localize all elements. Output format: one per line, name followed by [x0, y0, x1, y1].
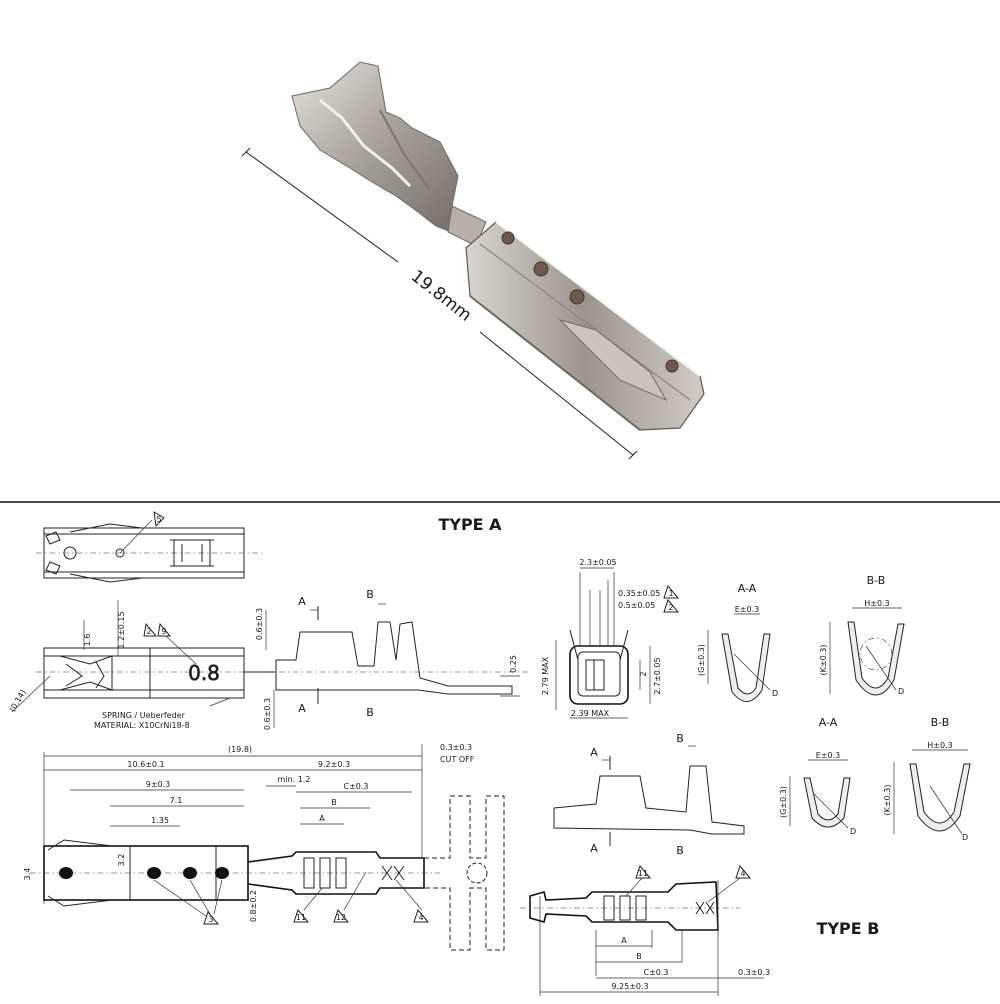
cut-off-note: CUT OFF [440, 755, 475, 764]
side-dim-0-25: 0.25 [509, 655, 518, 673]
marker-5: 5 [156, 515, 161, 524]
plan-dim-b: B [331, 798, 337, 807]
side-dim-0-6-bottom: 0.6±0.3 [263, 698, 272, 730]
type-a-section-aa: A-A E±0.3 (G±0.3) D [697, 582, 778, 702]
type-b-aa-title: A-A [819, 716, 838, 729]
type-b-dim-b: B [636, 952, 642, 961]
type-b-bb-k: (K±0.3) [883, 785, 892, 816]
plan-marker-4: 4 [418, 913, 423, 922]
type-a-plan-view: (19.8) 10.6±0.1 9.2±0.3 9±0.3 7.1 1.35 m… [23, 743, 505, 951]
side-dim-0-14: (0.14) [8, 688, 28, 713]
type-b-side-view: A A B B [553, 732, 745, 857]
type-b-dim-a: A [621, 936, 627, 945]
type-b-plan-view: A B C±0.3 9.25±0.3 0.3±0.3 11 4 [520, 864, 770, 996]
plan-dim-9: 9±0.3 [146, 780, 171, 789]
end-dim-2-3: 2.3±0.05 [579, 558, 616, 567]
plan-dim-3-2: 3.2 [117, 854, 126, 867]
plan-dim-0-3: 0.3±0.3 [440, 743, 472, 752]
type-a-end-view: 2.3±0.05 0.35±0.05 0.5±0.05 1 2 2.79 MAX… [541, 558, 680, 719]
type-a-title: TYPE A [438, 515, 502, 534]
plan-marker-11: 11 [296, 913, 306, 922]
type-b-dim-9-25: 9.25±0.3 [611, 982, 648, 991]
side-dim-1-6: 1.6 [83, 634, 92, 647]
section-b-bottom: B [366, 706, 374, 719]
end-marker-2: 2 [668, 603, 673, 612]
plan-dim-9-2: 9.2±0.3 [318, 760, 350, 769]
type-b-section-b-top: B [676, 732, 684, 745]
type-a-bb-d: D [898, 687, 904, 696]
type-b-marker-4: 4 [740, 869, 745, 878]
type-a-bb-k: (K±0.3) [819, 645, 828, 676]
type-a-aa-g: (G±0.3) [697, 644, 706, 676]
plan-dim-19-8: (19.8) [228, 745, 252, 754]
plan-dim-c: C±0.3 [343, 782, 368, 791]
section-a-bottom: A [298, 702, 306, 715]
spring-note: SPRING / Ueberfeder [102, 711, 186, 720]
type-b-aa-g: (G±0.3) [779, 786, 788, 818]
type-b-bb-h: H±0.3 [927, 741, 952, 750]
end-dim-2-39: 2.39 MAX [571, 709, 610, 718]
end-dim-2-79: 2.79 MAX [541, 656, 550, 695]
plan-dim-3-4: 3.4 [23, 868, 32, 881]
type-b-section-aa: A-A E±0.3 (G±0.3) D [779, 716, 856, 836]
end-marker-1: 1 [668, 589, 673, 598]
type-a-top-view: 5 [36, 511, 262, 583]
plan-marker-12: 12 [336, 913, 346, 922]
type-b-section-bb: B-B H±0.3 (K±0.3) D [883, 716, 971, 842]
type-b-aa-e: E±0.3 [816, 751, 840, 760]
end-dim-2-7: 2.7±0.05 [653, 657, 662, 694]
plan-dim-1-35: 1.35 [151, 816, 169, 825]
plan-dim-min-1-2: min. 1.2 [278, 775, 311, 784]
length-label: 19.8mm [407, 266, 475, 325]
end-dim-2: 2 [639, 671, 648, 676]
type-b-marker-11: 11 [638, 869, 648, 878]
material-note: MATERIAL: X10CrNi18-8 [94, 721, 190, 730]
type-b-title: TYPE B [817, 919, 880, 938]
marker-2: 2 [146, 627, 151, 636]
marker-9: 9 [161, 627, 166, 636]
end-dim-0-35: 0.35±0.05 [618, 589, 660, 598]
type-a-bb-h: H±0.3 [864, 599, 889, 608]
type-b-aa-d: D [850, 827, 856, 836]
type-b-section-a-top: A [590, 746, 598, 759]
type-b-bb-d: D [962, 833, 968, 842]
type-a-side-view: 1.6 1.2±0.15 0.6±0.3 0.6±0.3 0.25 (0.14)… [8, 588, 528, 730]
type-a-aa-d: D [772, 689, 778, 698]
plan-dim-7-1: 7.1 [170, 796, 183, 805]
plan-marker-3: 3 [208, 915, 213, 924]
type-b-dim-c: C±0.3 [643, 968, 668, 977]
plan-dim-10-6: 10.6±0.1 [127, 760, 164, 769]
terminal-photo [291, 61, 705, 431]
type-b-section-b-bottom: B [676, 844, 684, 857]
side-dim-1-2: 1.2±0.15 [117, 611, 126, 648]
type-b-bb-title: B-B [931, 716, 950, 729]
plan-dim-0-8: 0.8±0.2 [249, 890, 258, 922]
type-a-bb-title: B-B [867, 574, 886, 587]
terminal-marking: 0.8 [188, 661, 220, 685]
type-a-aa-title: A-A [738, 582, 757, 595]
section-a-top: A [298, 595, 306, 608]
type-a-aa-e: E±0.3 [735, 605, 759, 614]
plan-dim-a: A [319, 814, 325, 823]
type-a-section-bb: B-B H±0.3 (K±0.3) D [819, 574, 905, 696]
end-dim-0-5: 0.5±0.05 [618, 601, 655, 610]
type-b-section-a-bottom: A [590, 842, 598, 855]
section-b-top: B [366, 588, 374, 601]
type-b-dim-0-3: 0.3±0.3 [738, 968, 770, 977]
side-dim-0-6-top: 0.6±0.3 [255, 608, 264, 640]
